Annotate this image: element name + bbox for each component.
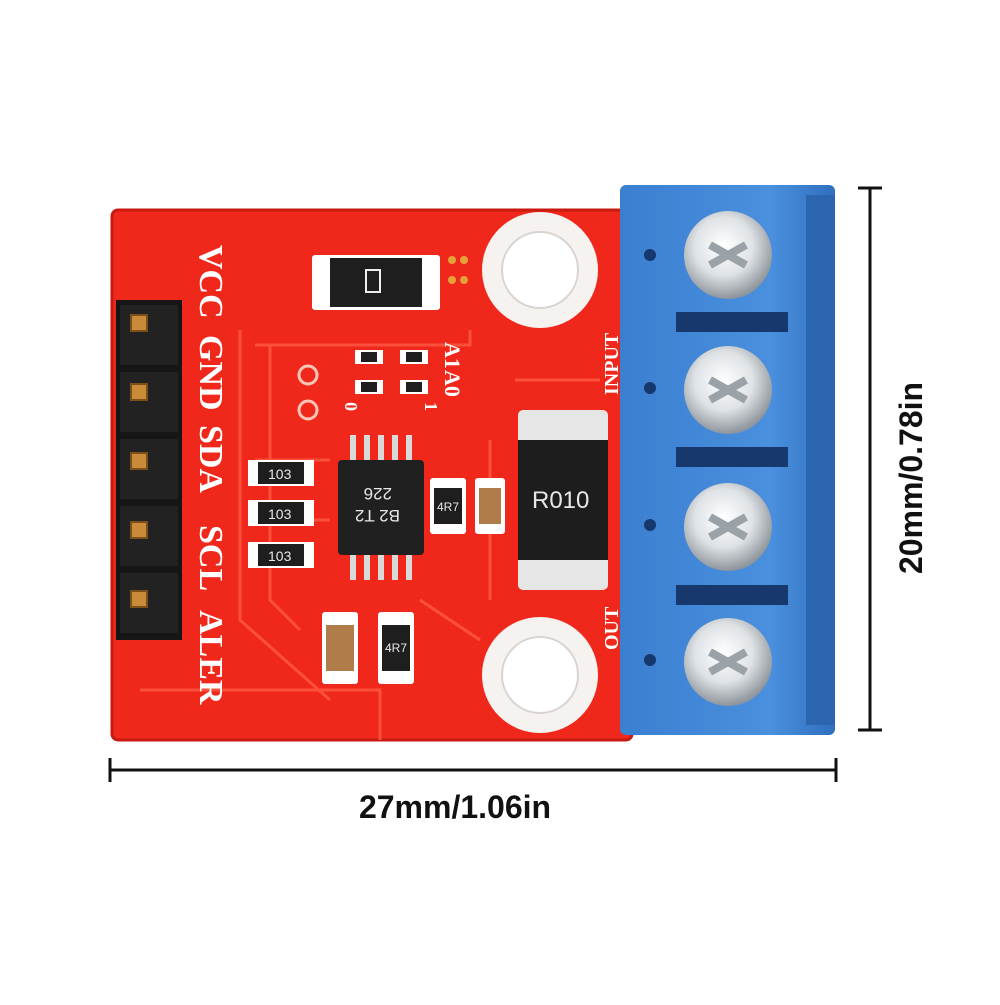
screw-1 bbox=[684, 211, 772, 299]
jumper-label-0: 0 bbox=[341, 402, 361, 411]
resistor-marking-3: 103 bbox=[268, 548, 292, 564]
width-label: 27mm/1.06in bbox=[359, 789, 551, 825]
top-resistor bbox=[312, 255, 468, 310]
resistor-marking-2: 103 bbox=[268, 506, 292, 522]
height-label: 20mm/0.78in bbox=[893, 382, 929, 574]
screw-3 bbox=[684, 483, 772, 571]
pin-label-sda: SDA bbox=[192, 425, 229, 493]
screw-2 bbox=[684, 346, 772, 434]
jumper-label-1: 1 bbox=[421, 402, 441, 411]
resistor-marking-1: 103 bbox=[268, 466, 292, 482]
pin-label-vcc: VCC bbox=[192, 245, 229, 319]
address-label-a1: A1 bbox=[440, 342, 465, 369]
pin-label-aler: ALER bbox=[192, 610, 229, 705]
chip-marking-line2: 226 bbox=[364, 484, 392, 503]
pin-label-gnd: GND bbox=[192, 335, 229, 411]
capacitor-marking-1: 4R7 bbox=[437, 500, 459, 514]
mounting-hole-top bbox=[482, 212, 598, 328]
width-dimension: 27mm/1.06in bbox=[108, 758, 838, 825]
address-jumpers bbox=[297, 350, 428, 421]
pin-label-scl: SCL bbox=[192, 525, 229, 591]
capacitors: 4R7 4R7 bbox=[322, 478, 505, 684]
mounting-hole-bottom bbox=[482, 617, 598, 733]
sensor-chip: B2 T2 226 bbox=[338, 435, 424, 580]
pin-labels: VCC GND SDA SCL ALER bbox=[192, 245, 229, 705]
shunt-resistor: R010 bbox=[518, 410, 608, 590]
address-label-a0: A0 bbox=[440, 370, 465, 397]
terminal-label-input: INPUT bbox=[601, 332, 623, 395]
chip-marking-line1: B2 T2 bbox=[355, 506, 400, 525]
capacitor-marking-2: 4R7 bbox=[385, 641, 407, 655]
resistor-array: 103 103 103 bbox=[248, 460, 314, 568]
pin-header bbox=[116, 300, 182, 640]
terminal-block bbox=[620, 185, 835, 735]
terminal-label-output: OUT bbox=[601, 606, 623, 650]
shunt-marking: R010 bbox=[532, 487, 589, 514]
screw-4 bbox=[684, 618, 772, 706]
height-dimension: 20mm/0.78in bbox=[858, 186, 929, 732]
